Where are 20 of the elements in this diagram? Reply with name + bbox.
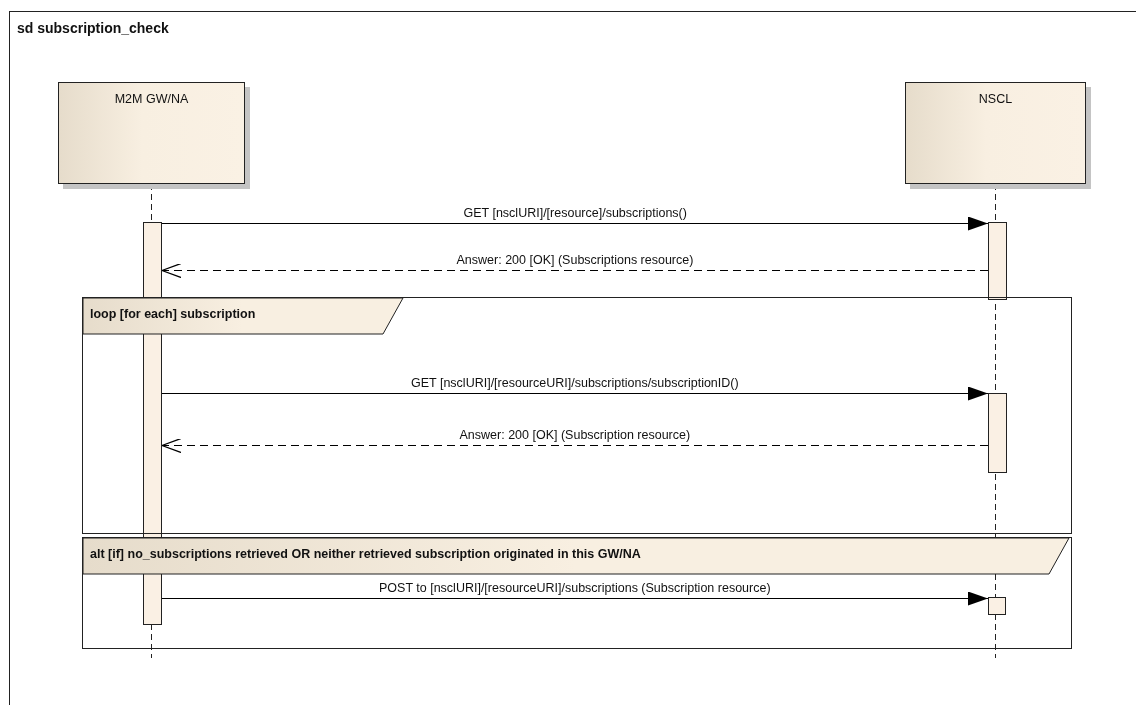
message-label: POST to [nsclURI]/[resourceURI]/subscriptions (Subscription resource) [377, 581, 773, 595]
message-label: GET [nsclURI]/[resourceURI]/subscriptions/subscriptionID() [409, 376, 741, 390]
activation-bar [988, 393, 1007, 473]
message-label: GET [nsclURI]/[resource]/subscriptions() [461, 206, 689, 220]
fragment-tab: loop [for each] subscription [83, 298, 403, 334]
fragment-tab: alt [if] no_subscriptions retrieved OR neither retrieved subscription originated in this GW/NA [83, 538, 1069, 574]
participant-name: M2M GW/NA [113, 92, 190, 106]
message-arrow [161, 591, 989, 606]
participant-name: NSCL [977, 92, 1014, 106]
combined-fragment [82, 297, 1072, 534]
return-message-arrow [161, 262, 989, 279]
message-arrow [161, 216, 989, 231]
activation-bar [988, 222, 1007, 300]
activation-bar [988, 597, 1006, 615]
return-message-arrow [161, 437, 989, 454]
combined-fragment [82, 537, 1072, 649]
frame-title: sd subscription_check [9, 11, 213, 51]
message-label: Answer: 200 [OK] (Subscriptions resource) [454, 253, 696, 267]
message-label: Answer: 200 [OK] (Subscription resource) [457, 428, 693, 442]
message-arrow [161, 386, 989, 401]
